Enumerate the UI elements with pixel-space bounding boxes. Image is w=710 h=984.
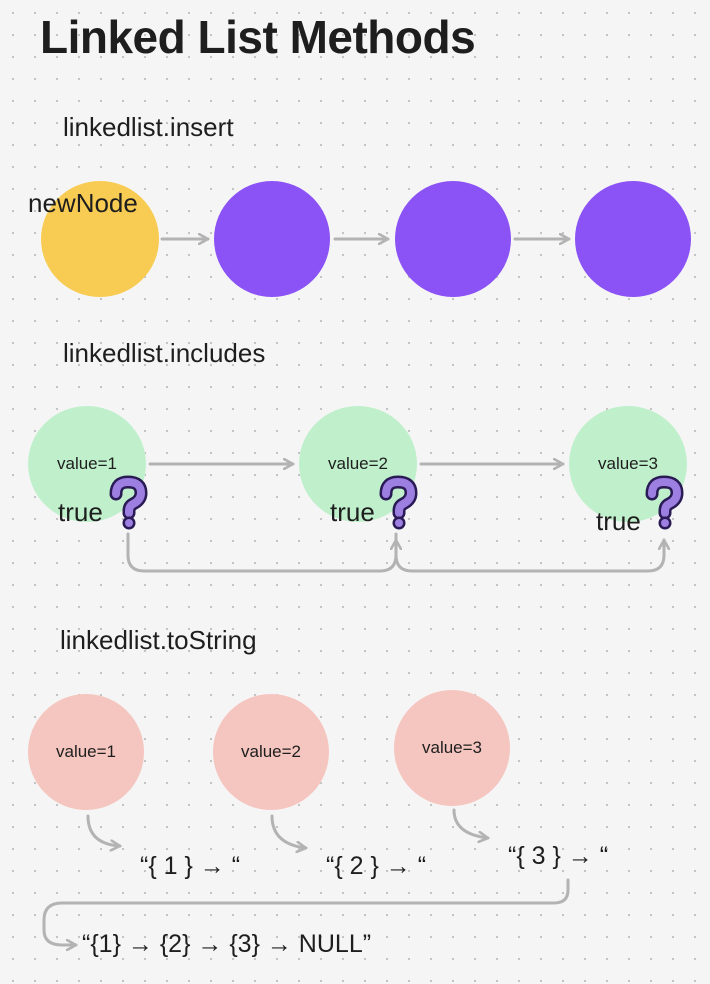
new-node-label: newNode bbox=[28, 188, 138, 218]
tostring-node-3-value: value=3 bbox=[421, 738, 483, 757]
tostring-node-1[interactable] bbox=[28, 694, 144, 810]
includes-result-2: true bbox=[330, 497, 375, 527]
insert-new-node[interactable] bbox=[41, 181, 159, 297]
question-mark-icon bbox=[379, 475, 418, 530]
includes-section-label: linkedlist.includes bbox=[63, 338, 266, 368]
tostring-node-2[interactable] bbox=[213, 694, 329, 810]
tostring-arrow-2 bbox=[270, 814, 308, 848]
includes-node-1-value: value=1 bbox=[56, 454, 118, 473]
question-mark-icon bbox=[109, 475, 148, 530]
includes-node-3-value: value=3 bbox=[597, 454, 659, 473]
includes-node-2-value: value=2 bbox=[327, 454, 389, 473]
tostring-arrow-1 bbox=[86, 814, 122, 846]
tostring-partial-2: “{ 2 } → “ bbox=[326, 852, 427, 880]
insert-list-node-2[interactable] bbox=[395, 181, 511, 297]
tostring-partial-1: “{ 1 } → “ bbox=[140, 852, 241, 880]
includes-check-arrow-1 bbox=[126, 532, 396, 573]
tostring-arrow-3 bbox=[452, 808, 490, 838]
includes-result-1: true bbox=[58, 497, 103, 527]
tostring-section-label: linkedlist.toString bbox=[60, 625, 257, 655]
tostring-node-2-value: value=2 bbox=[240, 742, 302, 761]
tostring-node-1-value: value=1 bbox=[55, 742, 117, 761]
insert-list-node-3[interactable] bbox=[575, 181, 691, 297]
tostring-node-3[interactable] bbox=[394, 690, 510, 806]
tostring-partial-3: “{ 3 } → “ bbox=[508, 842, 609, 870]
includes-check-arrow-2 bbox=[394, 532, 664, 573]
question-mark-icon bbox=[645, 475, 684, 530]
page-title: Linked List Methods bbox=[40, 11, 476, 63]
tostring-result: “{1} → {2} → {3} → NULL” bbox=[82, 930, 372, 958]
insert-list-node-1[interactable] bbox=[214, 181, 330, 297]
insert-section-label: linkedlist.insert bbox=[63, 112, 234, 142]
includes-result-3: true bbox=[596, 506, 641, 536]
